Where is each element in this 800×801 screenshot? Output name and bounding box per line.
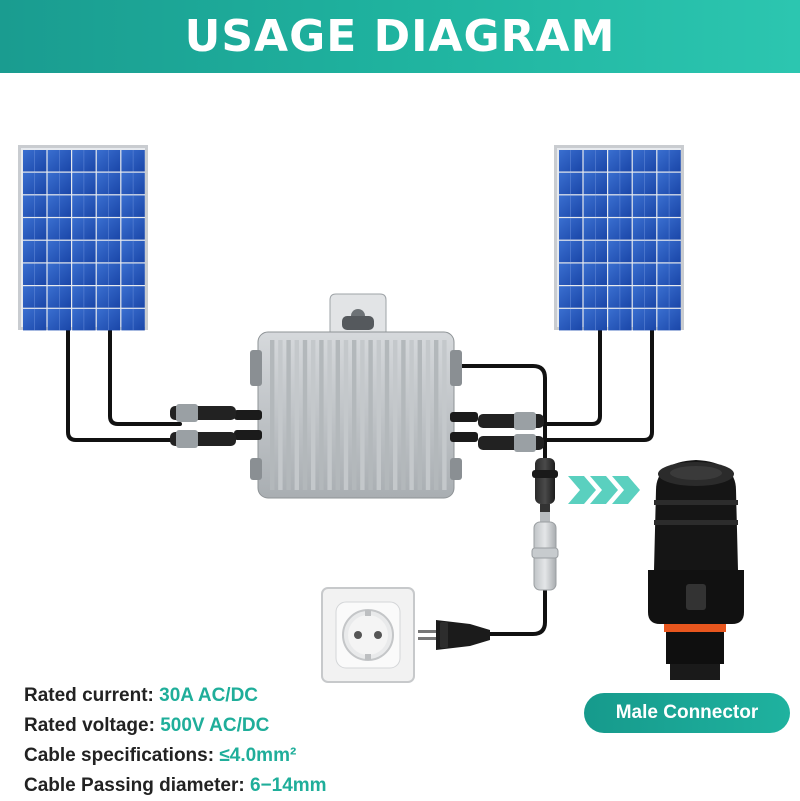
- ac-connector-female: [531, 512, 559, 591]
- spec-rated-current: Rated current: 30A AC/DC: [24, 681, 327, 711]
- heat-sink-fin: [401, 340, 406, 490]
- left-panel-cable-1: [66, 328, 182, 442]
- header-banner: USAGE DIAGRAM: [0, 0, 800, 73]
- spec-label: Cable Passing diameter:: [24, 775, 250, 796]
- solar-panel-right: [554, 145, 684, 331]
- micro-inverter: [234, 293, 478, 499]
- heat-sink-fin: [302, 340, 308, 490]
- ac-connector-male: [532, 458, 558, 516]
- arrow-right-icon: [568, 476, 640, 504]
- heat-sink-fin: [442, 340, 447, 490]
- spec-label: Rated current:: [24, 685, 160, 706]
- spec-cable-specifications: Cable specifications: ≤4.0mm²: [24, 741, 327, 771]
- left-panel-cable-2: [108, 328, 182, 426]
- male-connector-label: Male Connector: [584, 693, 790, 733]
- heat-sink-fin: [327, 340, 332, 490]
- heat-sink-fin: [409, 340, 414, 490]
- heat-sink-fin: [311, 340, 316, 490]
- heat-sink-fin: [360, 340, 365, 490]
- cables: [66, 328, 654, 636]
- spec-value: ≤4.0mm²: [219, 745, 297, 766]
- wall-socket: [321, 587, 415, 683]
- page-title: USAGE DIAGRAM: [184, 11, 616, 62]
- heat-sink-fin: [278, 340, 283, 490]
- spec-label: Cable specifications:: [24, 745, 220, 766]
- heat-sink-fin: [434, 340, 439, 490]
- spec-rated-voltage: Rated voltage: 500V AC/DC: [24, 711, 327, 741]
- right-panel-cable-1: [538, 328, 654, 442]
- heat-sink-fin: [425, 340, 431, 490]
- ac-output-cable: [453, 364, 547, 460]
- plug: [418, 620, 490, 650]
- spec-cable-passing-diameter: Cable Passing diameter: 6−14mm: [24, 771, 327, 801]
- spec-value: 500V AC/DC: [160, 715, 270, 736]
- heat-sink-fin: [393, 340, 398, 490]
- mc4-connectors-left: [170, 404, 236, 448]
- spec-label: Rated voltage:: [24, 715, 161, 736]
- heat-sink-fin: [270, 340, 275, 490]
- right-panel-cable-2: [538, 328, 602, 426]
- heat-sink-fin: [335, 340, 340, 490]
- heat-sink-fin: [343, 340, 349, 490]
- spec-list: Rated current: 30A AC/DC Rated voltage: …: [24, 681, 327, 801]
- heat-sink-fin: [417, 340, 422, 490]
- heat-sink-fin: [286, 340, 291, 490]
- heat-sink-fin: [294, 340, 299, 490]
- mc4-connectors-right: [478, 412, 544, 452]
- heat-sink-fin: [368, 340, 373, 490]
- heat-sink-fin: [384, 340, 390, 490]
- male-connector-image: [648, 460, 744, 680]
- plug-cable: [488, 588, 547, 636]
- heat-sink-fin: [319, 340, 324, 490]
- solar-panel-left: [18, 145, 148, 331]
- heat-sink-fin: [352, 340, 357, 490]
- spec-value: 30A AC/DC: [159, 685, 259, 706]
- heat-sink-fin: [376, 340, 381, 490]
- spec-value: 6−14mm: [249, 775, 327, 796]
